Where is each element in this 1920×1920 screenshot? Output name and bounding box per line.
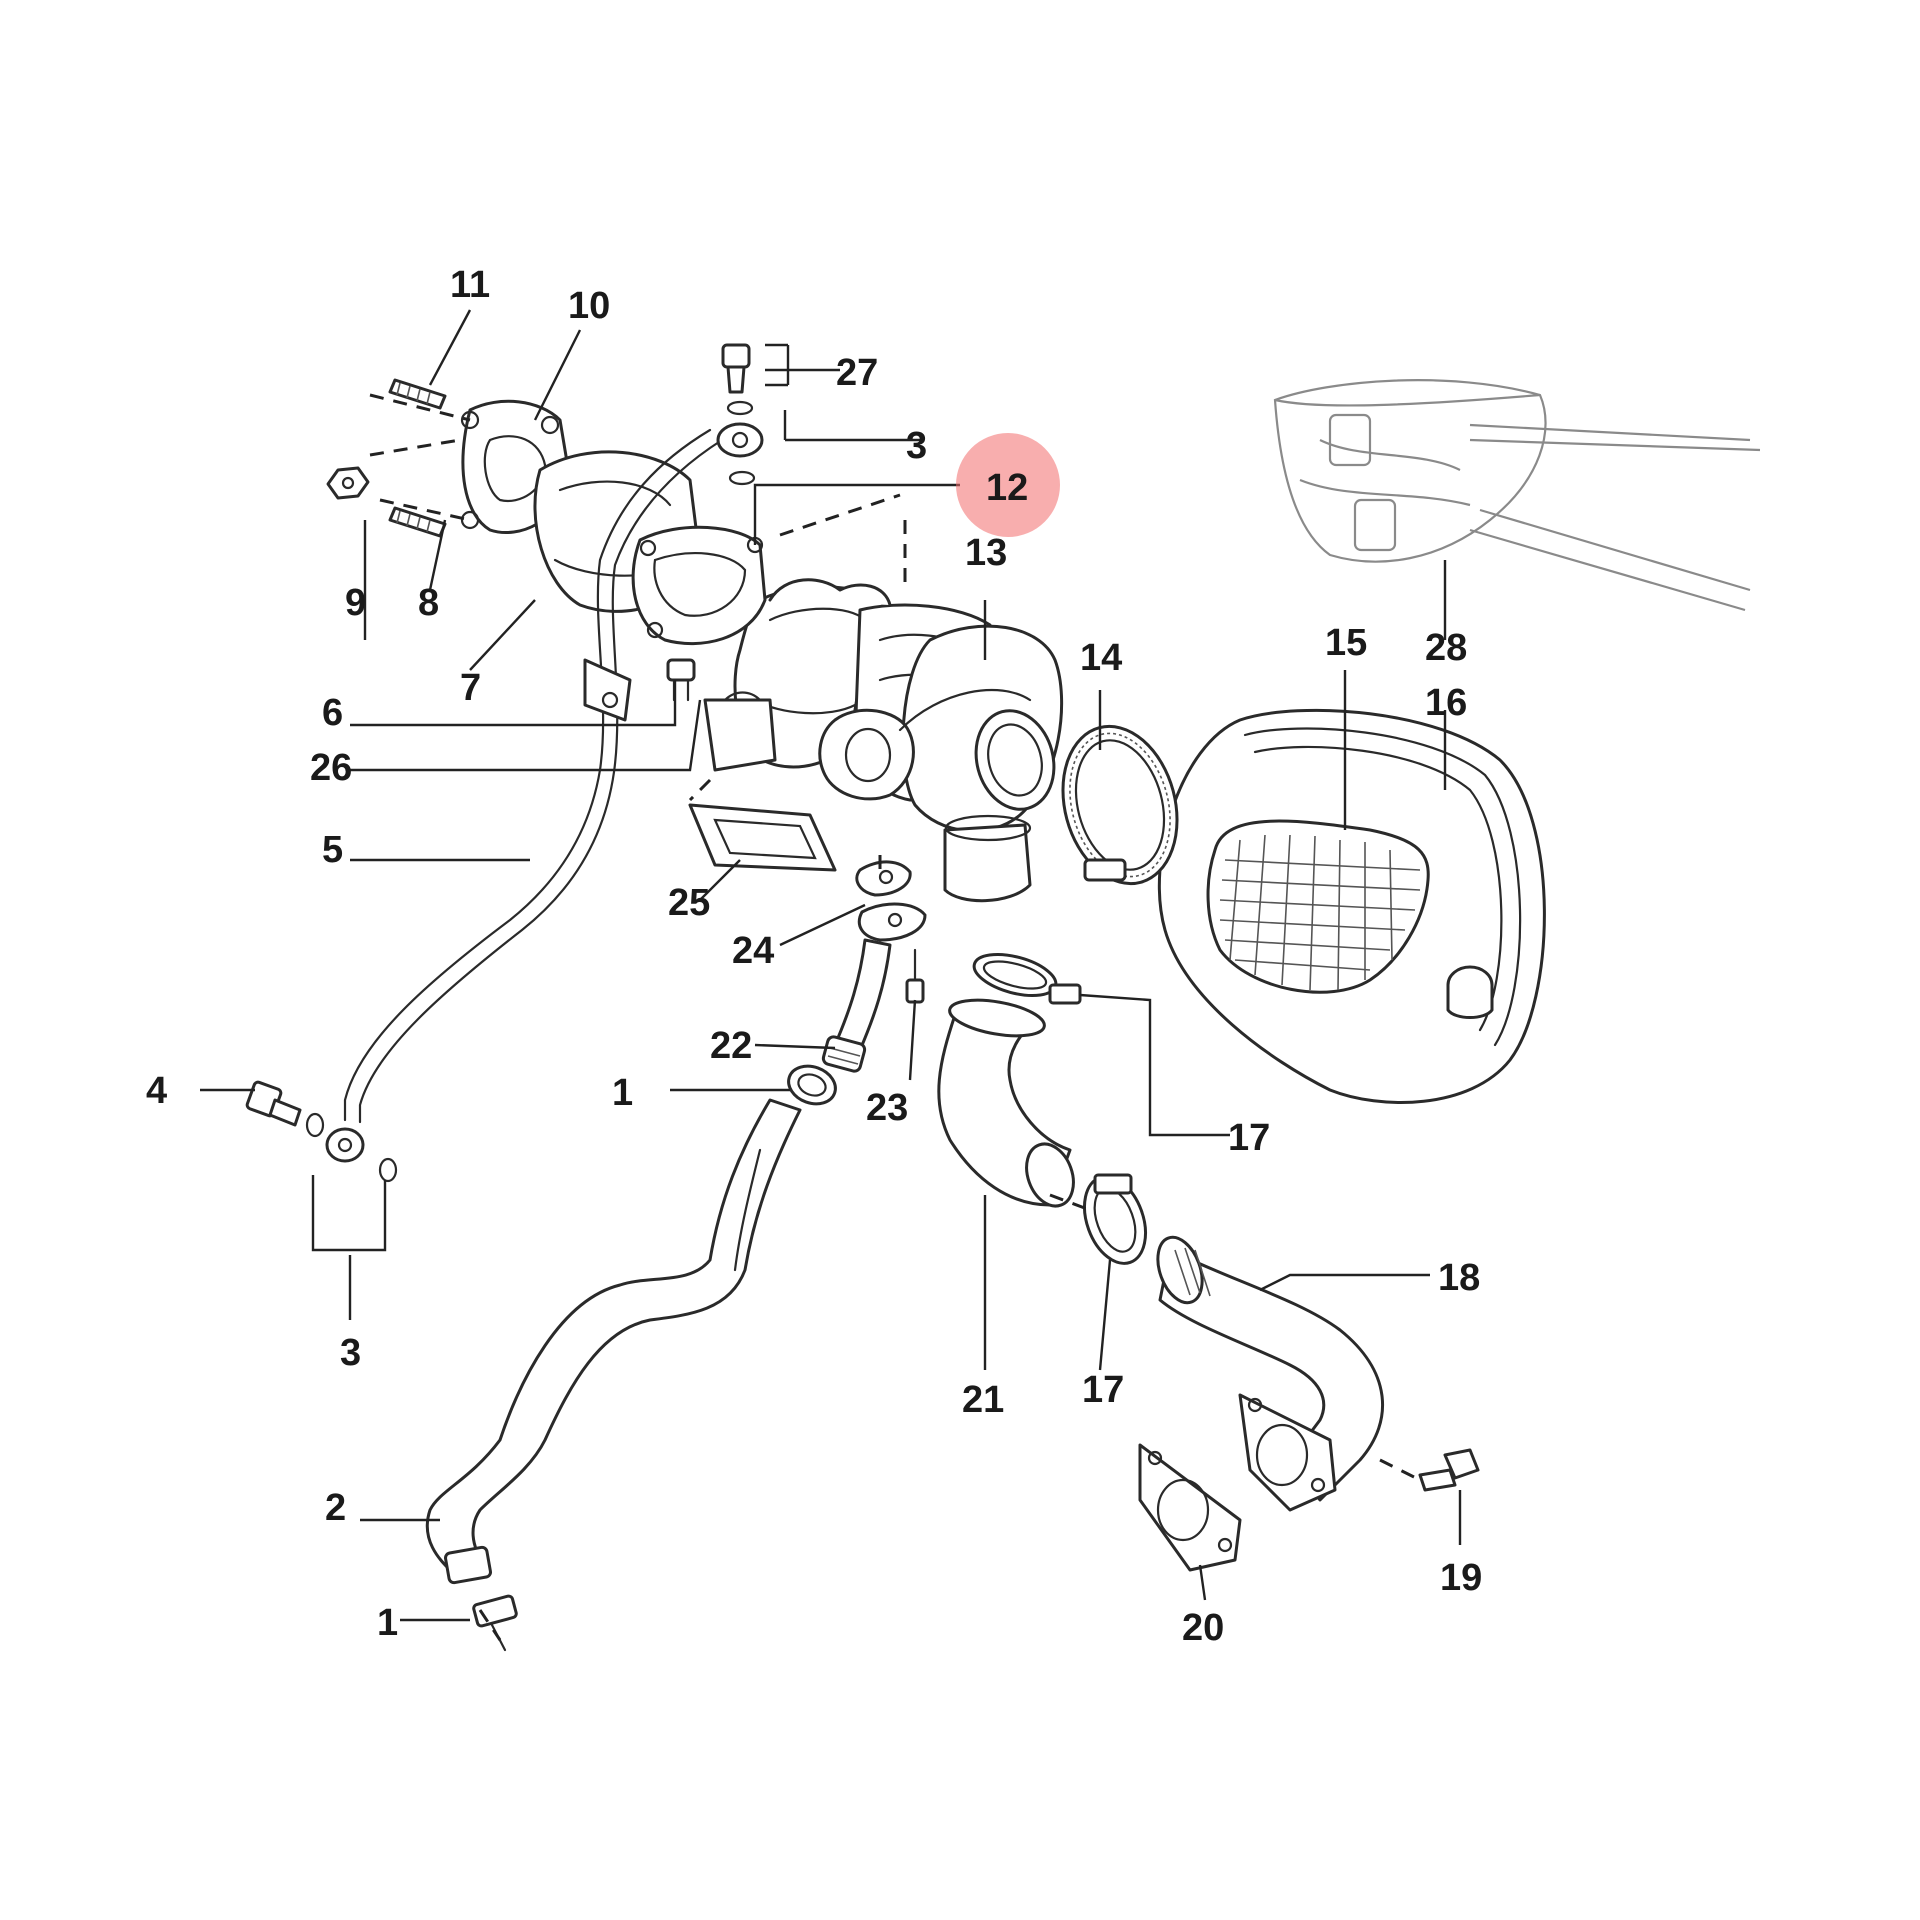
part-23-bolt (905, 948, 925, 1004)
assembly-lines (369, 393, 1421, 1641)
filter-mesh (1219, 834, 1421, 991)
part-19-bolt (1418, 1448, 1480, 1492)
callout-13[interactable]: 13 (965, 532, 1007, 574)
callout-3-top[interactable]: 3 (906, 425, 927, 467)
callout-1-upper[interactable]: 1 (612, 1072, 633, 1114)
callout-20[interactable]: 20 (1182, 1607, 1224, 1649)
callout-21[interactable]: 21 (962, 1379, 1004, 1421)
callout-26[interactable]: 26 (310, 747, 352, 789)
part-11-stud (388, 378, 447, 410)
callout-2[interactable]: 2 (325, 1487, 346, 1529)
callout-15[interactable]: 15 (1325, 622, 1367, 664)
part-22-oil-drain-pipe (821, 938, 892, 1073)
callout-17-lower[interactable]: 17 (1082, 1369, 1124, 1411)
part-26-stud (723, 691, 762, 702)
part-20-gasket (1138, 1443, 1242, 1572)
callout-3-bottom[interactable]: 3 (340, 1332, 361, 1374)
callout-28[interactable]: 28 (1425, 627, 1467, 669)
callout-12[interactable]: 12 (986, 467, 1028, 509)
part-25-flange-gasket (688, 803, 837, 872)
callout-7[interactable]: 7 (460, 667, 481, 709)
part-17-clamp-upper (972, 952, 1082, 1005)
callout-19[interactable]: 19 (1440, 1557, 1482, 1599)
callout-10[interactable]: 10 (568, 285, 610, 327)
callout-18[interactable]: 18 (1438, 1257, 1480, 1299)
callout-12-highlight (956, 433, 1060, 537)
part-18-intake-pipe (1156, 1235, 1384, 1512)
part-6-bolt (666, 658, 696, 702)
part-9-nut (326, 466, 370, 500)
callout-14[interactable]: 14 (1080, 637, 1122, 679)
callout-6[interactable]: 6 (322, 692, 343, 734)
callout-9[interactable]: 9 (345, 582, 366, 624)
callout-labels: 11 10 27 3 12 13 14 15 16 28 9 8 7 6 26 … (146, 264, 1482, 1649)
callout-27[interactable]: 27 (836, 352, 878, 394)
part-16-air-filter (1157, 708, 1546, 1104)
part-4-banjo-bolt (245, 1080, 302, 1127)
part-1-hose-clamp-upper (787, 1064, 837, 1106)
callout-1-lower[interactable]: 1 (377, 1602, 398, 1644)
part-17-clamp-lower (1083, 1173, 1147, 1265)
part-14-band-clamp (1061, 724, 1179, 886)
part-1-hose-clamp-lower (472, 1594, 518, 1652)
leader-lines (200, 309, 1462, 1622)
part-27-bolt (721, 343, 751, 394)
part-3-banjo-bottom (305, 1112, 398, 1183)
callout-22[interactable]: 22 (710, 1025, 752, 1067)
part-12-turbo-gasket (631, 525, 767, 646)
part-8-stud (388, 506, 447, 538)
part-28-heat-shield (1273, 379, 1761, 612)
callout-8[interactable]: 8 (418, 582, 439, 624)
callout-24[interactable]: 24 (732, 930, 774, 972)
callout-11[interactable]: 11 (450, 264, 490, 306)
part-3-banjo-top (716, 400, 764, 486)
part-21-intake-hose (937, 998, 1075, 1208)
part-13-turbocharger (703, 578, 1064, 903)
callout-23[interactable]: 23 (866, 1087, 908, 1129)
callout-25[interactable]: 25 (668, 882, 710, 924)
callout-4[interactable]: 4 (146, 1070, 167, 1112)
callout-17-upper[interactable]: 17 (1228, 1117, 1270, 1159)
part-24-oil-flange (855, 860, 927, 942)
part-2-oil-return-hose (425, 1098, 802, 1585)
callout-16[interactable]: 16 (1425, 682, 1467, 724)
callout-5[interactable]: 5 (322, 829, 343, 871)
